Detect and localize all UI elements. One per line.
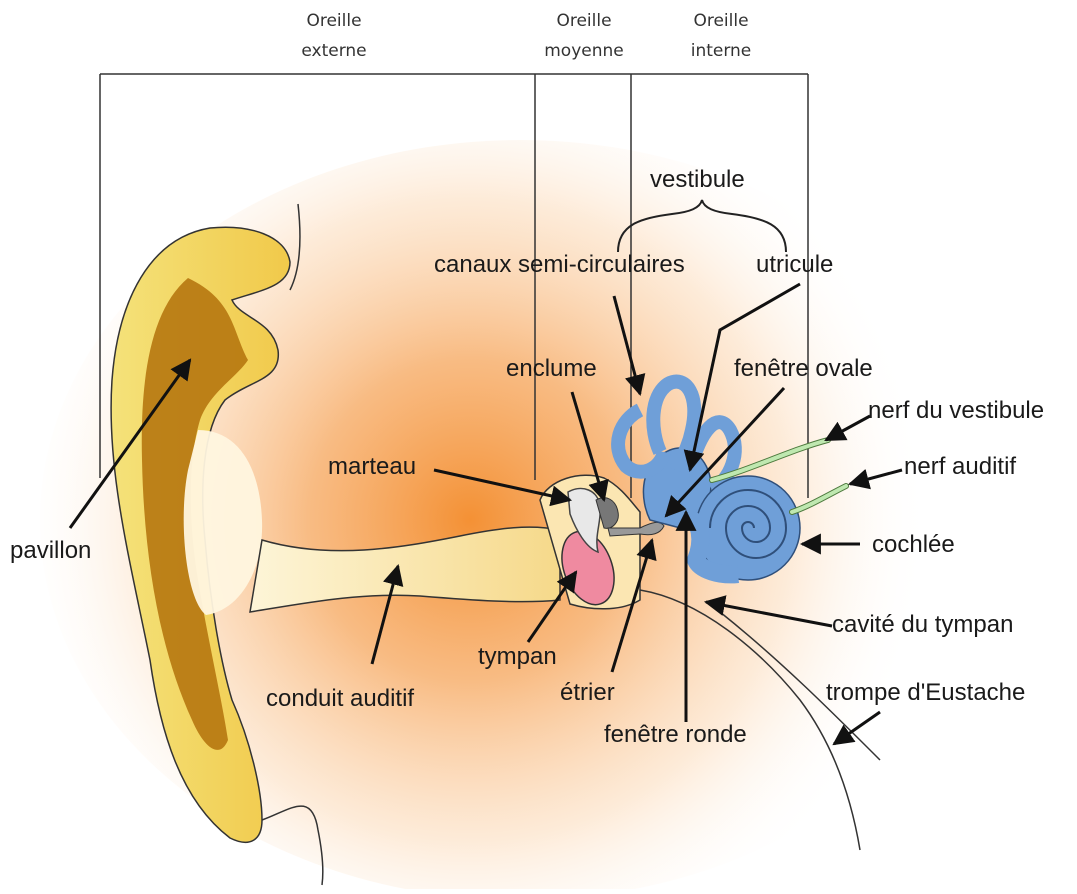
label-canaux: canaux semi-circulaires: [434, 251, 685, 278]
section-label-internal: Oreille: [693, 11, 748, 31]
label-nerf-auditif: nerf auditif: [904, 453, 1016, 480]
label-cochlee: cochlée: [872, 531, 955, 558]
label-cavite: cavité du tympan: [832, 611, 1013, 638]
label-conduit: conduit auditif: [266, 685, 414, 712]
section-label-middle: Oreille: [556, 11, 611, 31]
label-utricule: utricule: [756, 251, 833, 278]
section-label-middle-2: moyenne: [544, 41, 624, 61]
label-vestibule: vestibule: [650, 166, 745, 193]
section-label-external: Oreille: [306, 11, 361, 31]
label-tympan: tympan: [478, 643, 557, 670]
label-pavillon: pavillon: [10, 537, 91, 564]
label-fenetre-ovale: fenêtre ovale: [734, 355, 873, 382]
label-nerf-vestibule: nerf du vestibule: [868, 397, 1044, 424]
label-fenetre-ronde: fenêtre ronde: [604, 721, 747, 748]
label-etrier: étrier: [560, 679, 615, 706]
label-marteau: marteau: [328, 453, 416, 480]
section-label-external-2: externe: [301, 41, 366, 61]
section-label-internal-2: interne: [691, 41, 752, 61]
label-trompe: trompe d'Eustache: [826, 679, 1025, 706]
label-enclume: enclume: [506, 355, 597, 382]
